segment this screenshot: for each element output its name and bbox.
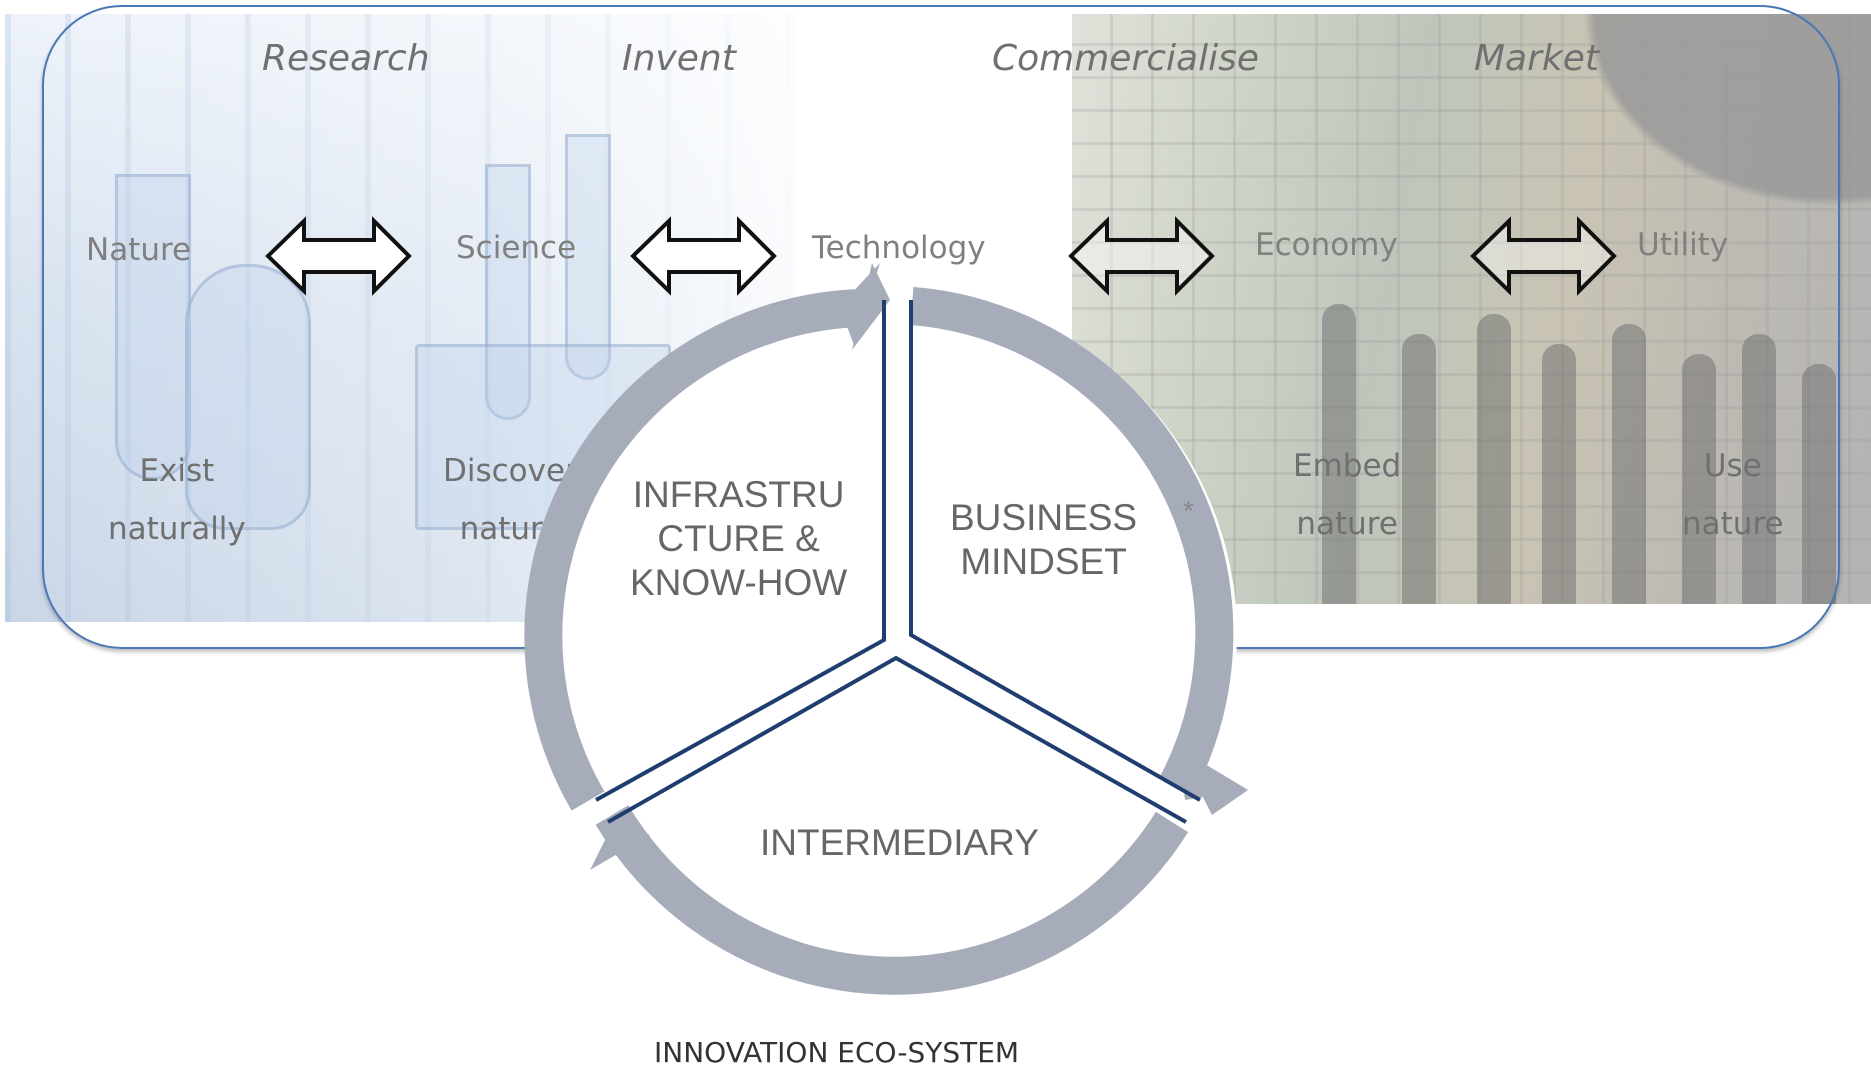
label-infrastructure-line1: INFRASTRU <box>632 474 845 515</box>
ring-segment-infrastructure <box>524 289 861 811</box>
label-intermediary: INTERMEDIARY <box>760 822 1039 863</box>
desc-economy-line2: nature <box>1296 506 1398 542</box>
divider-left <box>595 300 886 802</box>
desc-nature: Exist naturally <box>108 442 246 558</box>
desc-utility: Use nature <box>1682 437 1784 553</box>
footer-title: INNOVATION ECO-SYSTEM <box>654 1036 1020 1069</box>
cycle-fill <box>555 293 1237 975</box>
label-business-line1: BUSINESS <box>950 497 1138 538</box>
concept-economy: Economy <box>1255 227 1398 263</box>
cycle-ring <box>524 287 1234 995</box>
double-arrow-icon <box>265 216 412 296</box>
arrowhead-left <box>590 820 650 870</box>
arrowhead-top-tip <box>852 263 890 350</box>
stage-research: Research <box>262 38 430 79</box>
stage-invent: Invent <box>622 38 736 79</box>
cycle-arrowheads <box>590 263 1248 870</box>
ring-segment-intermediary <box>595 805 1189 995</box>
label-infrastructure: INFRASTRU CTURE & KNOW-HOW <box>630 473 847 605</box>
asterisk-mark: * <box>1183 495 1194 526</box>
desc-utility-line1: Use <box>1703 448 1762 484</box>
double-arrow-icon <box>630 216 777 296</box>
divider-bottom <box>607 655 1187 824</box>
double-arrow-icon <box>1068 216 1215 296</box>
stage-market: Market <box>1474 38 1600 79</box>
label-business-mindset: BUSINESS MINDSET <box>950 496 1137 584</box>
desc-nature-line2: naturally <box>108 511 246 547</box>
label-infrastructure-line3: KNOW-HOW <box>630 562 848 603</box>
desc-science-line1: Discover <box>443 453 578 489</box>
label-business-line2: MINDSET <box>960 541 1127 582</box>
concept-utility: Utility <box>1637 227 1729 263</box>
desc-economy-line1: Embed <box>1293 448 1402 484</box>
concept-nature: Nature <box>86 232 192 268</box>
stage-commercialise: Commercialise <box>992 38 1260 79</box>
desc-nature-line1: Exist <box>139 453 215 489</box>
double-arrow-icon <box>1470 216 1617 296</box>
divider-right <box>909 300 1201 802</box>
arrowhead-right-tip <box>1178 748 1248 815</box>
ring-segment-business <box>910 287 1234 794</box>
desc-utility-line2: nature <box>1682 506 1784 542</box>
label-infrastructure-line2: CTURE & <box>657 518 820 559</box>
desc-economy: Embed nature <box>1293 437 1401 553</box>
cycle-dividers <box>595 300 1201 824</box>
concept-technology: Technology <box>812 230 986 266</box>
concept-science: Science <box>456 230 577 266</box>
